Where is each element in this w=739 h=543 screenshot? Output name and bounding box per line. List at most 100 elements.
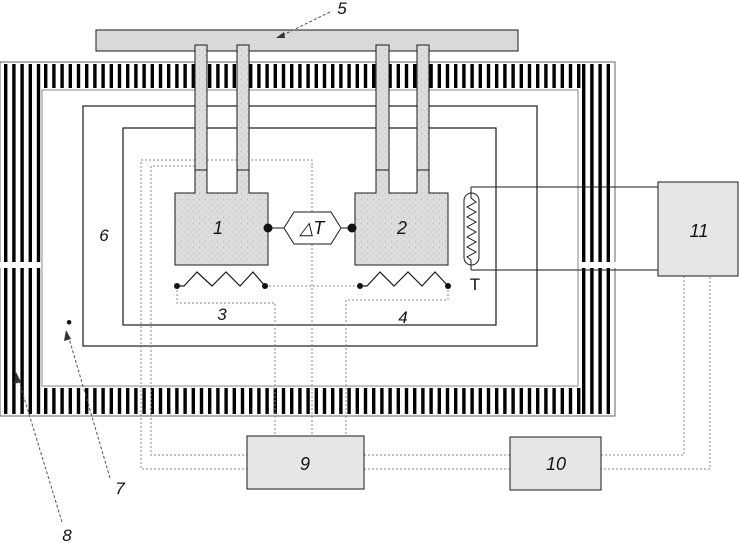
shield-stripes-left — [4, 64, 41, 414]
shield-stripe — [281, 64, 286, 88]
label-6: 6 — [99, 226, 109, 245]
shield-stripe — [429, 64, 433, 88]
shield-stripe — [290, 388, 294, 414]
shield-stripe — [511, 64, 515, 88]
shield-stripes-top — [44, 64, 581, 88]
shield-stripe — [568, 64, 573, 88]
heater-3-label: 3 — [217, 305, 227, 324]
shield-stripe — [388, 388, 392, 414]
shield-stripe — [240, 388, 245, 414]
junction-right — [347, 223, 357, 233]
shield-stripe — [355, 388, 359, 414]
shield-stripe — [208, 64, 212, 88]
shield-stripe — [134, 388, 138, 414]
shield-stripe — [158, 64, 163, 88]
shield-stripe — [183, 388, 187, 414]
shield-stripe — [183, 64, 187, 88]
shield-stripe — [413, 388, 417, 414]
shield-stripe — [306, 388, 310, 414]
shield-stripe — [495, 64, 499, 88]
shield-stripe — [503, 388, 507, 414]
shield-stripe — [28, 64, 32, 414]
shield-stripe — [117, 388, 122, 414]
shield-stripes-right — [582, 64, 610, 414]
shield-stripe — [511, 388, 515, 414]
shield-stripe — [363, 388, 368, 414]
shield-stripe — [298, 388, 302, 414]
layer-7-frame — [82, 105, 538, 347]
shield-stripe — [158, 388, 163, 414]
shield-stripe — [314, 388, 318, 414]
shield-stripe — [568, 388, 573, 414]
shield-stripe — [396, 64, 400, 88]
shield-stripe — [52, 388, 56, 414]
shield-stripe — [142, 64, 146, 88]
shield-stripe — [544, 388, 548, 414]
thermometer: T — [463, 187, 480, 294]
shield-stripe — [314, 64, 318, 88]
block-1-label: 1 — [213, 218, 223, 238]
shield-stripe — [527, 64, 532, 88]
delta-t-label: △T — [299, 218, 327, 238]
shield-stripe — [265, 64, 269, 88]
shield-stripe — [339, 388, 343, 414]
block-2-label: 2 — [396, 218, 407, 238]
shield-stripe — [142, 388, 146, 414]
shield-stripe — [60, 388, 64, 414]
shield-stripe — [4, 64, 8, 414]
shield-stripe — [232, 388, 236, 414]
shield-stripe — [298, 64, 302, 88]
shield-stripe — [380, 388, 384, 414]
shield-stripe — [598, 64, 602, 414]
shield-stripe — [150, 64, 154, 88]
shield-stripe — [216, 64, 220, 88]
shield-stripe — [339, 64, 343, 88]
shield-stripe — [519, 388, 523, 414]
shield-stripe — [12, 64, 16, 414]
shield-stripe — [462, 388, 466, 414]
shield-stripe — [126, 388, 130, 414]
shield-stripe — [503, 64, 507, 88]
shield-stripe — [527, 388, 532, 414]
shield-stripe — [331, 388, 335, 414]
shield-stripe — [372, 64, 376, 88]
shield-stripe — [150, 388, 154, 414]
block-2: 2 — [354, 169, 449, 266]
shield-stripe — [208, 388, 212, 414]
shield-stripe — [560, 388, 564, 414]
shield-stripe — [68, 388, 72, 414]
shield-stripe — [454, 64, 458, 88]
shield-stripe — [224, 388, 228, 414]
shield-stripe — [175, 388, 179, 414]
shield-stripe — [582, 64, 586, 414]
unit-10: 10 — [509, 436, 602, 491]
shield-stripe — [134, 64, 138, 88]
shield-stripe — [495, 388, 499, 414]
shield-stripe — [109, 388, 113, 414]
shield-stripe — [347, 64, 351, 88]
shield-stripe — [249, 388, 253, 414]
shield-stripe — [167, 388, 171, 414]
shield-stripe — [93, 64, 97, 88]
shield-stripe — [257, 388, 261, 414]
shield-stripe — [322, 64, 327, 88]
label-5: 5 — [337, 0, 347, 18]
shield-gap-left — [0, 262, 42, 268]
shield-stripe — [445, 388, 450, 414]
shield-stripe — [117, 64, 122, 88]
shield-stripe — [486, 64, 491, 88]
shield-stripe — [372, 388, 376, 414]
shield-stripe — [20, 64, 24, 414]
shield-stripe — [281, 388, 286, 414]
shield-stripe — [36, 64, 41, 414]
label-7: 7 — [115, 479, 125, 498]
label-7-marker: • — [66, 313, 72, 332]
shield-stripe — [552, 64, 556, 88]
shield-stripe — [191, 388, 195, 414]
shield-stripe — [85, 388, 89, 414]
shield-stripe — [470, 64, 474, 88]
shield-stripe — [577, 64, 581, 88]
shield-stripe — [404, 64, 409, 88]
unit-9: 9 — [246, 435, 365, 490]
